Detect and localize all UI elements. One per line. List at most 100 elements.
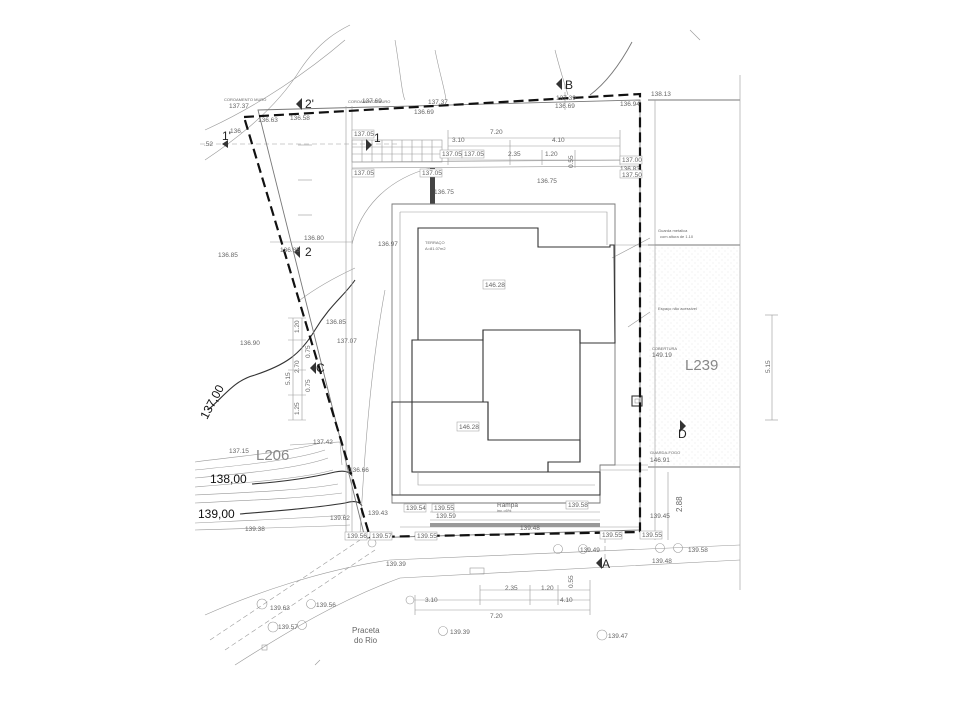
elev-137-05a: 137.05	[354, 131, 374, 138]
elev-137-15: 137.15	[229, 448, 249, 455]
terrain-lines	[194, 24, 741, 666]
elev-139-49: 139.49	[580, 547, 600, 554]
dim-top-235: 2.35	[508, 151, 521, 158]
roof-elevation-lower: 146.28	[459, 424, 479, 431]
dim-left-075b: 0.75	[305, 379, 312, 392]
elev-136-90: 136.90	[240, 340, 260, 347]
elev-139-54: 139.54	[406, 505, 426, 512]
elev-137-50: 137.50	[622, 172, 642, 179]
note-guard-body-value: 146.91	[650, 457, 670, 464]
elev-137-05e: 137.05	[464, 151, 484, 158]
dim-bot-055: 0.55	[568, 575, 575, 588]
labels: L239 L206 Praceta do Rio TERRAÇO A=81.07…	[197, 78, 772, 645]
elev-139-57b: 139.57	[278, 624, 298, 631]
elev-139-62: 139.62	[330, 515, 350, 522]
elev-136-85b: 136.85	[218, 252, 238, 259]
elev-136-66: 136.66	[349, 467, 369, 474]
elev-136-69: 136.69	[414, 109, 434, 116]
note-ramp-slope: inc.=6%	[497, 508, 512, 513]
trees	[256, 538, 683, 651]
dim-bot-410: 4.10	[560, 597, 573, 604]
dim-bot-720: 7.20	[490, 613, 503, 620]
elev-52-partial: .52	[204, 141, 213, 148]
dim-left-120: 1.20	[294, 320, 301, 333]
elev-139-55b: 139.55	[602, 532, 622, 539]
elev-137-69: 137.69	[362, 98, 382, 105]
elev-139-63: 139.63	[270, 605, 290, 612]
section-d-label: D	[678, 427, 687, 441]
elev-139-47: 139.47	[608, 633, 628, 640]
elev-136-partial: 136.	[230, 128, 243, 135]
dim-right-288: 2.88	[675, 496, 684, 512]
dim-bot-310: 3.10	[425, 597, 438, 604]
dim-top-410: 4.10	[552, 137, 565, 144]
note-guard-rail-2: com altura de 1.10	[660, 234, 694, 239]
elev-139-48b: 139.48	[652, 558, 672, 565]
elev-136-75b: 136.75	[537, 178, 557, 185]
contour-139-label: 139,00	[198, 507, 235, 521]
dim-right-515: 5.15	[765, 360, 772, 373]
elev-136-83: 136.83	[620, 166, 640, 173]
note-guard-body: GUARDA-FOGO	[650, 450, 680, 455]
elev-139-48a: 139.48	[520, 525, 540, 532]
elev-137-42: 137.42	[313, 439, 333, 446]
elev-136-58: 136.58	[290, 115, 310, 122]
elev-139-58a: 139.58	[568, 502, 588, 509]
elev-139-59: 139.59	[436, 513, 456, 520]
elev-139-57a: 139.57	[372, 533, 392, 540]
dim-top-720: 7.20	[490, 129, 503, 136]
elev-139-55d: 139.55	[642, 532, 662, 539]
dim-top-310: 3.10	[452, 137, 465, 144]
elev-136-94: 136.94	[620, 101, 640, 108]
terrace-title: TERRAÇO	[425, 240, 445, 245]
section-1-label: 1	[374, 131, 381, 145]
section-2p-label: 2'	[305, 97, 314, 111]
elev-139-39b: 139.39	[450, 629, 470, 636]
contour-137-label: 137,00	[197, 382, 227, 421]
dim-left-125: 1.25	[294, 402, 301, 415]
elev-137-05d: 137.05	[442, 151, 462, 158]
paving-grid	[351, 139, 443, 163]
elev-139-43: 139.43	[368, 510, 388, 517]
house-footprint	[391, 203, 616, 504]
elev-138-13: 138.13	[651, 91, 671, 98]
elev-139-56b: 139.56	[316, 602, 336, 609]
elev-137-39: 137.39	[556, 95, 576, 102]
section-b-label: B	[565, 78, 573, 92]
dim-top-120: 1.20	[545, 151, 558, 158]
elev-136-80: 136.80	[304, 235, 324, 242]
section-markers	[222, 78, 686, 569]
elev-139-55c: 139.55	[417, 533, 437, 540]
dim-left-515: 5.15	[285, 372, 292, 385]
elev-139-58b: 139.58	[688, 547, 708, 554]
note-ramp: Rampa	[497, 502, 518, 509]
section-a-label: A	[602, 557, 610, 571]
terrace-area: A=81.07m2	[425, 246, 446, 251]
dim-top-055: 0.55	[568, 155, 575, 168]
note-cobertura-value: 149.19	[652, 352, 672, 359]
neighbour-lot-l239	[648, 75, 741, 590]
elev-136-69b: 136.69	[555, 103, 575, 110]
elev-137-00: 137.00	[622, 157, 642, 164]
note-non-accessible: Espaço não acessível	[658, 306, 697, 311]
section-c-label: C	[316, 361, 325, 375]
street-name-line1: Praceta	[352, 626, 380, 635]
elev-136-85a: 136.85	[280, 247, 300, 254]
elev-136-97: 136.97	[378, 241, 398, 248]
dim-bot-120: 1.20	[541, 585, 554, 592]
lot-l239-label: L239	[685, 357, 718, 374]
elev-139-55a: 139.55	[434, 505, 454, 512]
elev-139-39a: 139.39	[386, 561, 406, 568]
elev-137-37: 137.37	[229, 103, 249, 110]
elev-137-07: 137.07	[337, 338, 357, 345]
note-cobertura: COBERTURA	[652, 346, 677, 351]
section-1p-label: 1'	[222, 129, 231, 143]
dimension-lines	[288, 130, 778, 615]
roof-elevation-upper: 146.28	[485, 282, 505, 289]
note-guard-rail-1: Guarda metalica	[658, 228, 688, 233]
section-2-label: 2	[305, 245, 312, 259]
elev-137-37b: 137.37	[428, 99, 448, 106]
elev-139-56a: 139.56	[347, 533, 367, 540]
elev-136-85c: 136.85	[326, 319, 346, 326]
